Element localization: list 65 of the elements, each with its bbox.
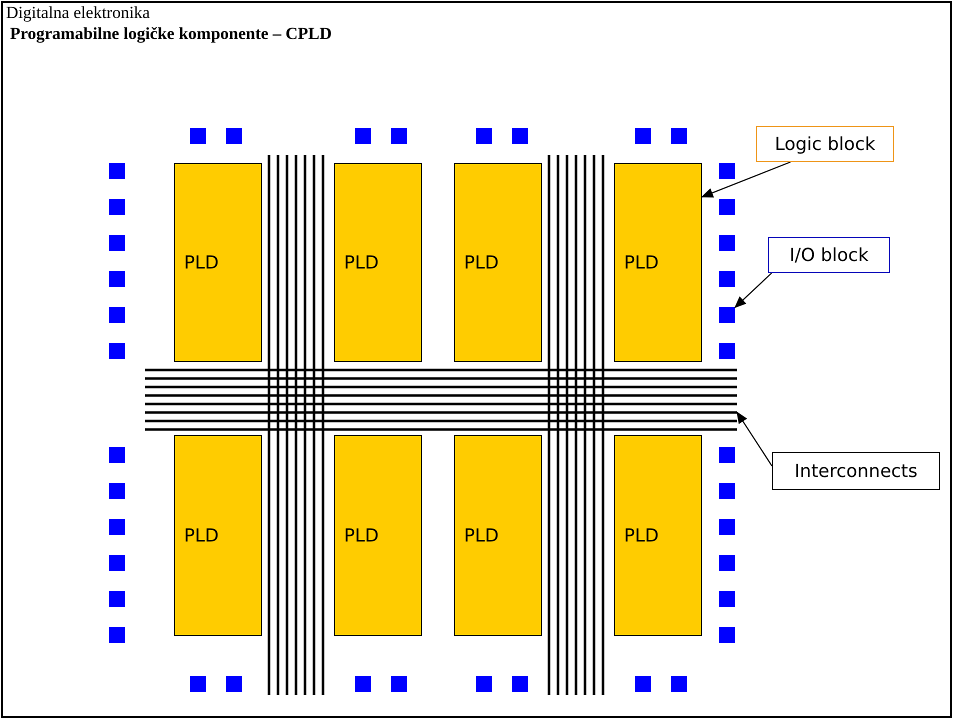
logic-block (454, 435, 542, 636)
io-pad (109, 235, 125, 251)
block-label: PLD (624, 252, 659, 273)
io-pad (226, 676, 242, 692)
io-pad (635, 128, 651, 144)
io-pad (190, 676, 206, 692)
block-label: PLD (184, 525, 219, 546)
header-text: Digitalna elektronika (6, 3, 150, 23)
leader-line (734, 272, 772, 308)
block-label: PLD (624, 525, 659, 546)
io-pad (476, 676, 492, 692)
io-pad (109, 483, 125, 499)
io-pad (719, 163, 735, 179)
io-pad (190, 128, 206, 144)
io-pad (109, 307, 125, 323)
io-pad (671, 128, 687, 144)
io-pad (512, 676, 528, 692)
io-pad (109, 199, 125, 215)
io-pad (226, 128, 242, 144)
io-pad (719, 235, 735, 251)
io-pad (109, 627, 125, 643)
io-pad (109, 271, 125, 287)
logic-block (334, 163, 422, 362)
io-pad (512, 128, 528, 144)
io-pad (719, 343, 735, 359)
io-pad (719, 591, 735, 607)
io-pad (476, 128, 492, 144)
io-pad (109, 447, 125, 463)
callout-label: Interconnects (772, 452, 940, 490)
logic-block (614, 435, 702, 636)
io-pad (109, 555, 125, 571)
slide-title: Programabilne logičke komponente – CPLD (10, 24, 332, 44)
logic-block (174, 435, 262, 636)
io-pad (671, 676, 687, 692)
io-pad (355, 676, 371, 692)
io-pad (109, 519, 125, 535)
io-pad (109, 163, 125, 179)
io-pad (719, 271, 735, 287)
block-label: PLD (344, 525, 379, 546)
io-pad (719, 627, 735, 643)
block-label: PLD (344, 252, 379, 273)
callout-label: I/O block (768, 237, 890, 273)
callout-label: Logic block (756, 126, 894, 162)
io-pad (719, 199, 735, 215)
leader-line (701, 161, 791, 198)
logic-block (614, 163, 702, 362)
io-pad (391, 128, 407, 144)
io-pad (109, 591, 125, 607)
block-label: PLD (464, 525, 499, 546)
io-pad (719, 555, 735, 571)
io-pad (391, 676, 407, 692)
block-label: PLD (184, 252, 219, 273)
io-pad (635, 676, 651, 692)
io-pad (719, 447, 735, 463)
block-label: PLD (464, 252, 499, 273)
io-pad (719, 519, 735, 535)
interconnect-bus (145, 368, 737, 431)
io-pad (719, 483, 735, 499)
io-pad (109, 343, 125, 359)
io-pad (355, 128, 371, 144)
logic-block (174, 163, 262, 362)
io-pad (719, 307, 735, 323)
leader-line (736, 411, 772, 466)
logic-block (334, 435, 422, 636)
logic-block (454, 163, 542, 362)
